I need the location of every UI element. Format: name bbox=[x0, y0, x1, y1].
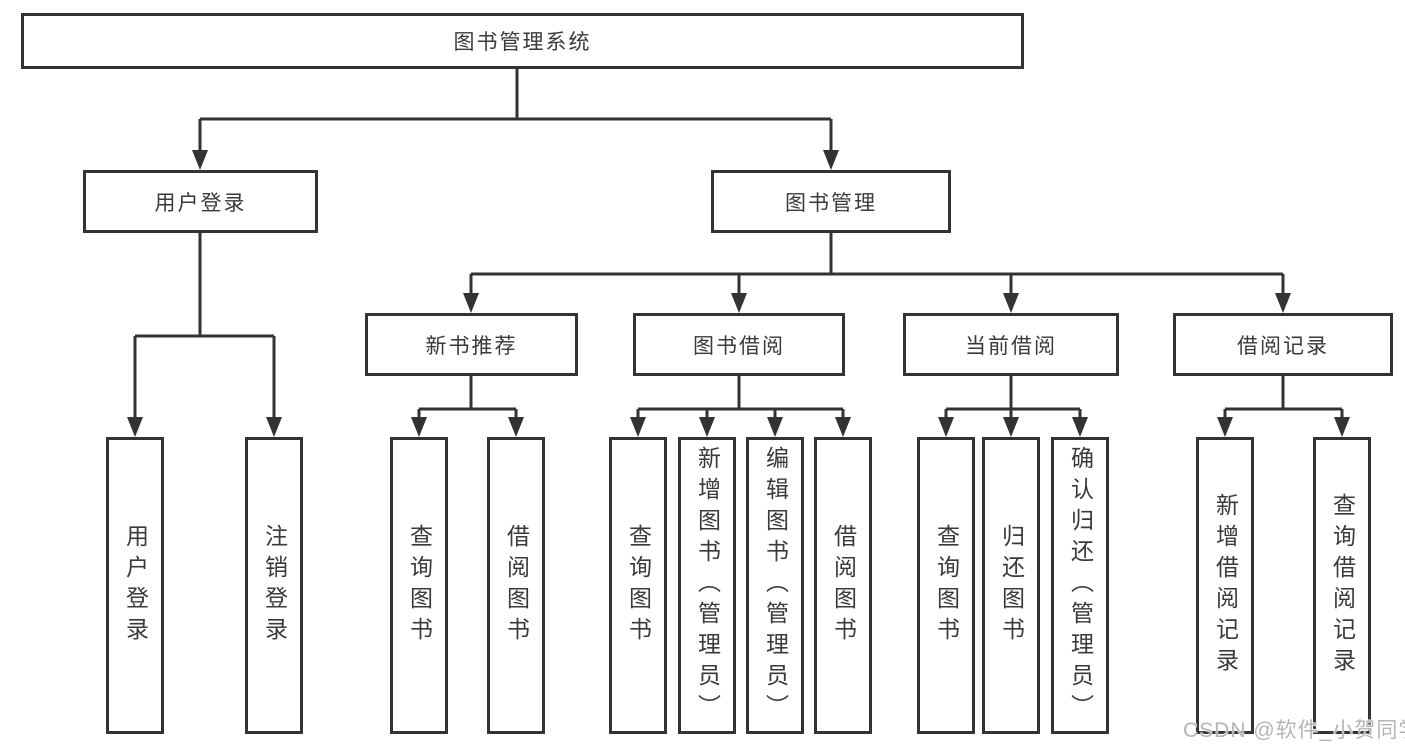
connector-new-book-to-leaves bbox=[417, 376, 518, 420]
arrowhead-icon-borrow-records-leaves bbox=[1217, 417, 1350, 437]
leaf-borrow-books-recommend-label: 借阅图书 bbox=[503, 523, 530, 648]
leaf-query-books-borrow: 查询图书 bbox=[609, 437, 667, 734]
leaf-borrow-books: 借阅图书 bbox=[814, 437, 872, 734]
leaf-query-books-recommend-label: 查询图书 bbox=[406, 523, 433, 648]
connector-book-borrow-to-leaves bbox=[636, 376, 845, 420]
node-current-borrow: 当前借阅 bbox=[903, 313, 1119, 376]
node-new-book-recommend: 新书推荐 bbox=[365, 313, 578, 376]
node-root-label: 图书管理系统 bbox=[453, 31, 592, 54]
node-user-login: 用户登录 bbox=[83, 170, 318, 233]
node-book-borrow-label: 图书借阅 bbox=[693, 334, 785, 358]
leaf-user-login-label: 用户登录 bbox=[122, 523, 149, 648]
arrowhead-icon-level2 bbox=[192, 150, 839, 170]
arrowhead-icon-book-borrow-leaves bbox=[630, 417, 851, 437]
leaf-borrow-books-label: 借阅图书 bbox=[830, 523, 857, 648]
arrowhead-icon-user-leaves bbox=[127, 417, 282, 437]
leaf-edit-book-admin-label: 编辑图书（管理员） bbox=[762, 446, 789, 725]
leaf-user-login: 用户登录 bbox=[106, 437, 164, 734]
node-root: 图书管理系统 bbox=[21, 13, 1024, 69]
node-book-management: 图书管理 bbox=[711, 170, 951, 233]
arrowhead-icon-level3 bbox=[463, 293, 1291, 313]
connector-root-to-level2 bbox=[198, 69, 833, 152]
leaf-edit-book-admin: 编辑图书（管理员） bbox=[746, 437, 804, 734]
watermark-text: CSDN @软件_小贺同学 bbox=[1183, 719, 1405, 742]
connector-current-borrow-to-leaves bbox=[944, 376, 1082, 420]
leaf-query-books-borrow-label: 查询图书 bbox=[625, 523, 652, 648]
leaf-add-book-admin: 新增图书（管理员） bbox=[678, 437, 736, 734]
leaf-query-books-current-label: 查询图书 bbox=[933, 523, 960, 648]
connector-user-login-to-leaves bbox=[133, 233, 276, 419]
arrowhead-icon-current-borrow-leaves bbox=[938, 417, 1088, 437]
node-book-borrow: 图书借阅 bbox=[633, 313, 845, 376]
node-borrow-records: 借阅记录 bbox=[1173, 313, 1393, 376]
leaf-query-books-current: 查询图书 bbox=[917, 437, 975, 734]
leaf-return-books-label: 归还图书 bbox=[998, 523, 1025, 648]
leaf-borrow-books-recommend: 借阅图书 bbox=[487, 437, 545, 734]
node-borrow-records-label: 借阅记录 bbox=[1237, 334, 1329, 358]
leaf-logout-label: 注销登录 bbox=[261, 523, 288, 648]
leaf-query-books-recommend: 查询图书 bbox=[390, 437, 448, 734]
connector-book-mgmt-to-level3 bbox=[469, 233, 1285, 295]
node-book-management-label: 图书管理 bbox=[785, 191, 877, 215]
leaf-confirm-return-admin: 确认归还（管理员） bbox=[1051, 437, 1109, 734]
leaf-add-borrow-record-label: 新增借阅记录 bbox=[1212, 492, 1239, 679]
node-user-login-label: 用户登录 bbox=[154, 191, 247, 215]
leaf-query-borrow-record: 查询借阅记录 bbox=[1313, 437, 1371, 734]
leaf-add-book-admin-label: 新增图书（管理员） bbox=[694, 446, 721, 725]
leaf-add-borrow-record: 新增借阅记录 bbox=[1196, 437, 1254, 734]
arrowhead-icon-new-book-leaves bbox=[411, 417, 524, 437]
leaf-query-borrow-record-label: 查询借阅记录 bbox=[1329, 492, 1356, 679]
node-current-borrow-label: 当前借阅 bbox=[965, 334, 1057, 358]
leaf-return-books: 归还图书 bbox=[982, 437, 1040, 734]
connector-borrow-records-to-leaves bbox=[1223, 376, 1344, 420]
leaf-confirm-return-admin-label: 确认归还（管理员） bbox=[1067, 446, 1094, 725]
leaf-logout: 注销登录 bbox=[245, 437, 303, 734]
node-new-book-recommend-label: 新书推荐 bbox=[425, 334, 518, 358]
